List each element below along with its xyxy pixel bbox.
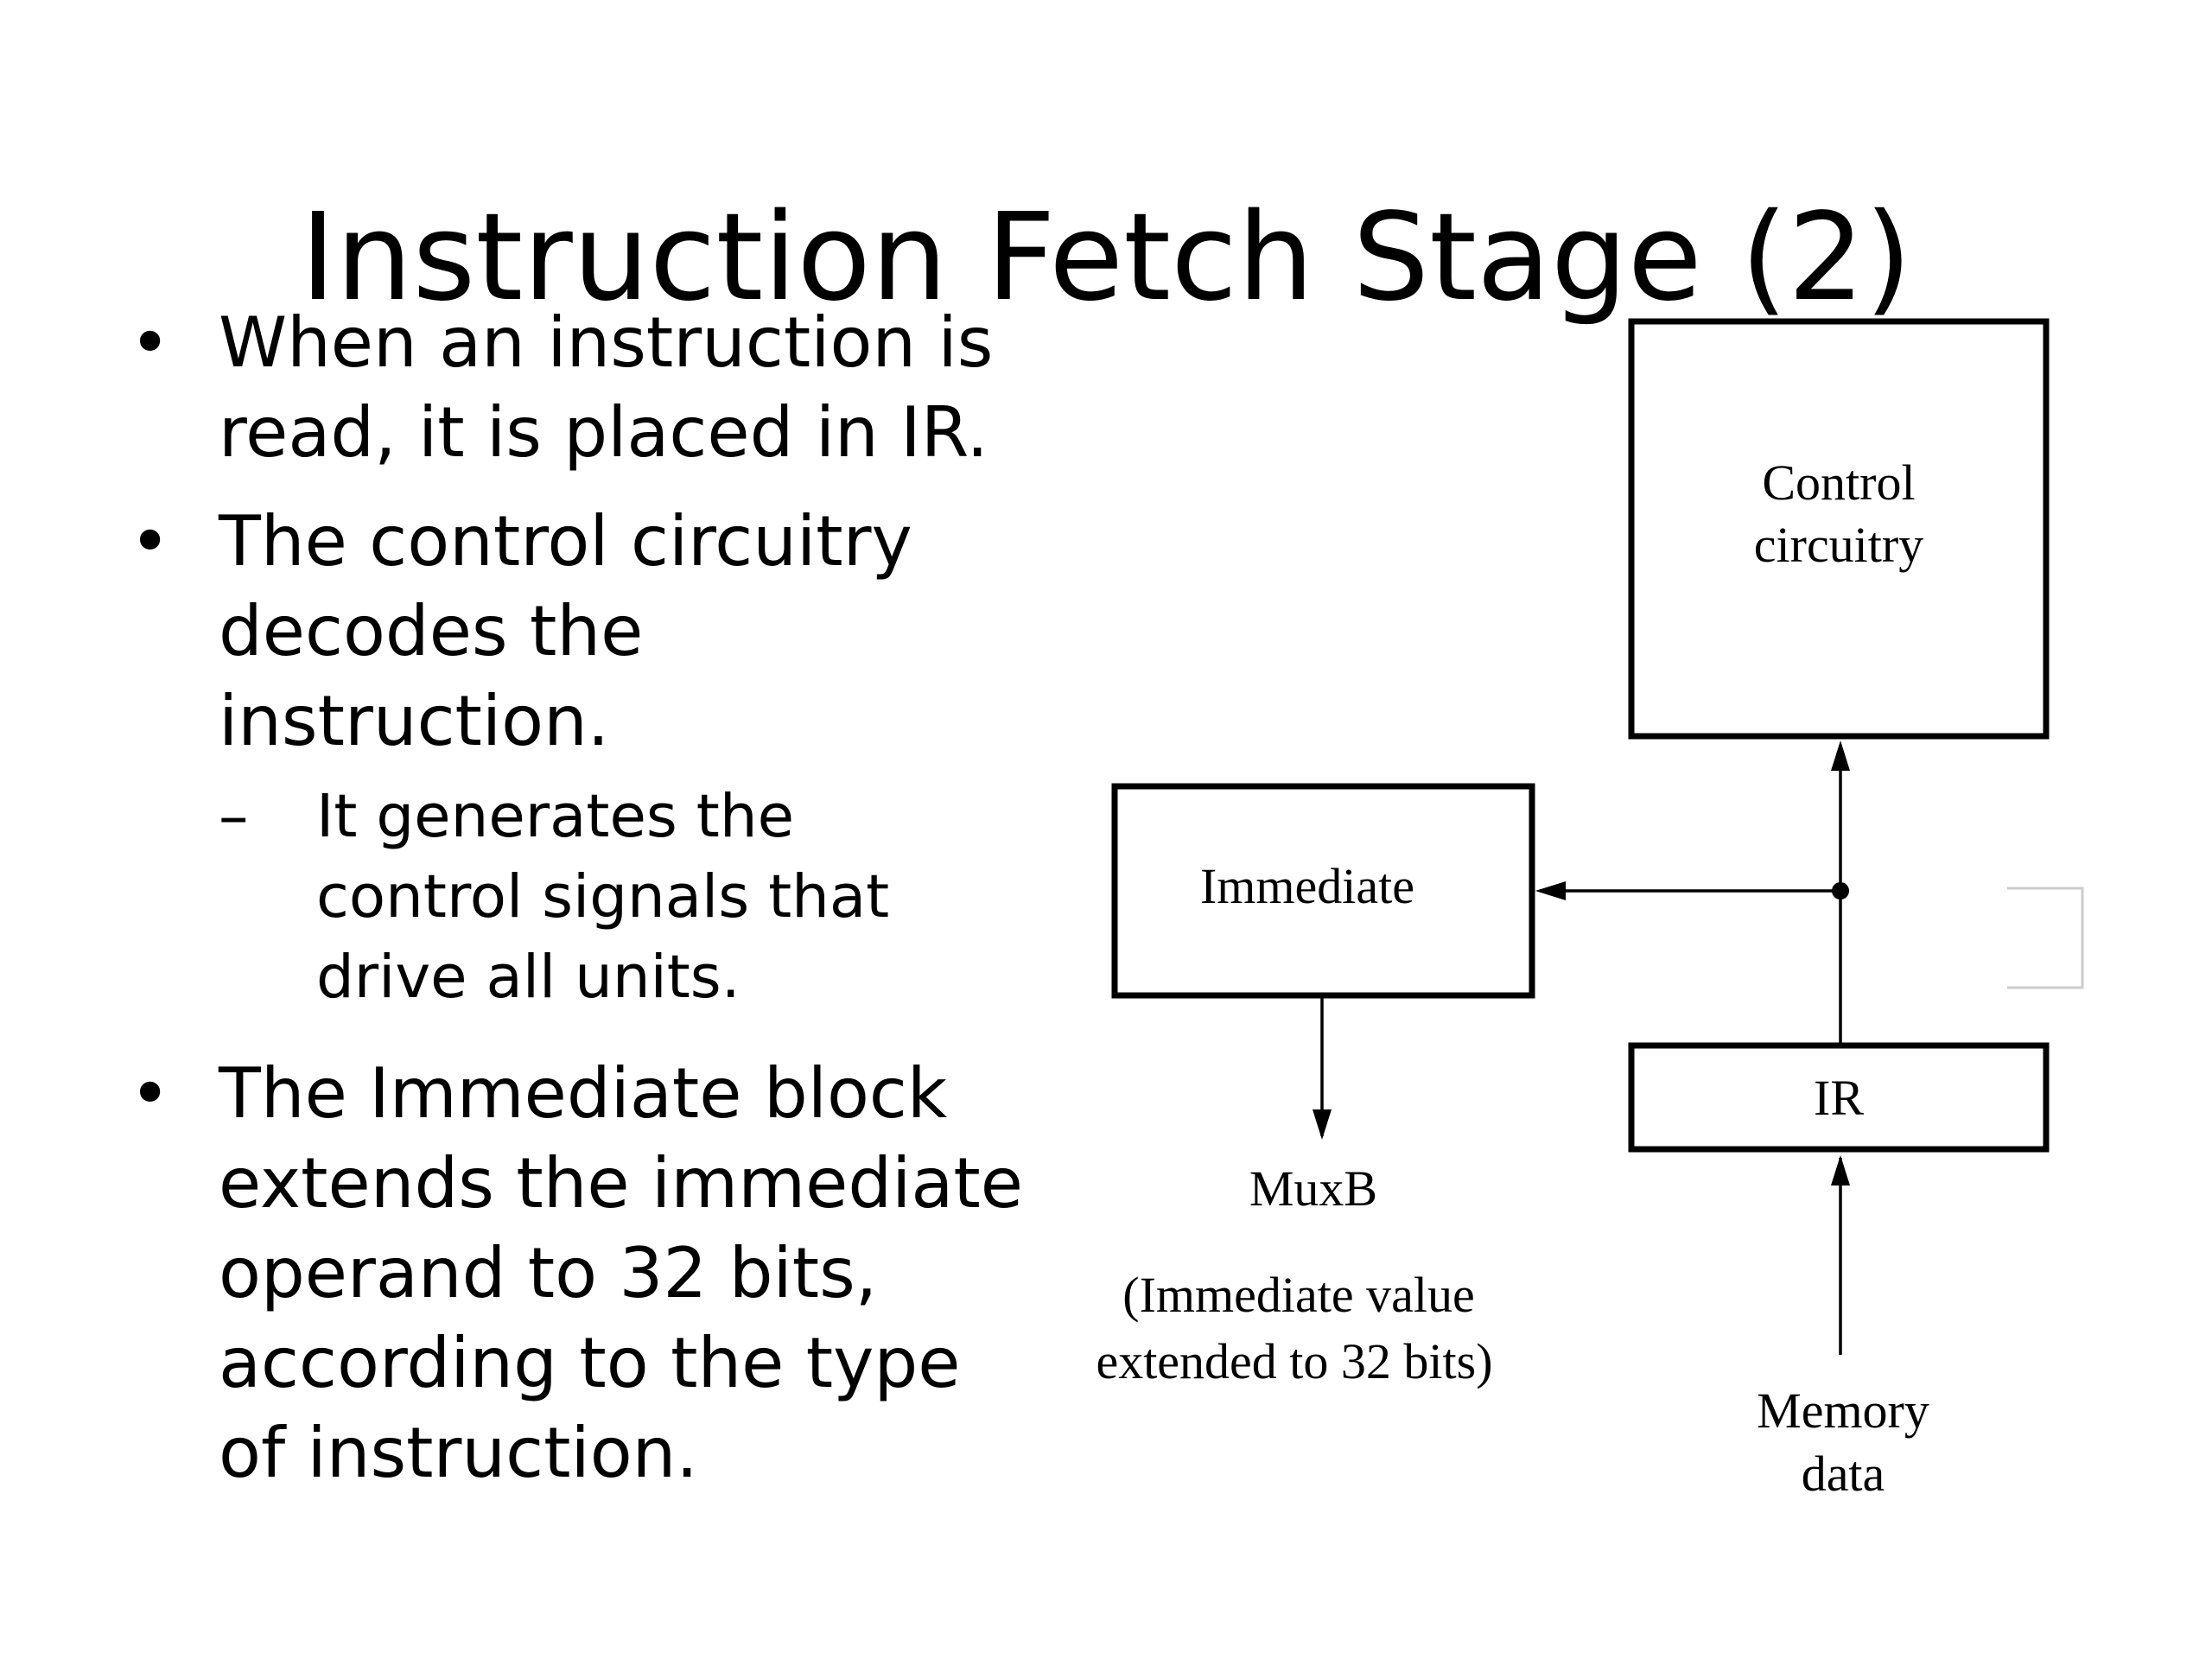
arrowhead-into-immediate (1535, 881, 1566, 900)
control-circuitry-box (1628, 318, 2050, 740)
immediate-block: Immediate (1111, 783, 1535, 999)
sub-bullet-control-signals: It generates the control signals that dr… (219, 777, 1037, 1018)
control-circuitry-label-line1: Control (1762, 454, 1915, 511)
sub-bullet-line: drive all units. (316, 943, 741, 1012)
bullet-line: according to the type (219, 1323, 961, 1403)
bullet-line: decodes the (219, 591, 644, 671)
immediate-label: Immediate (1200, 858, 1414, 914)
memory-data-label-line2: data (1802, 1446, 1885, 1502)
bullet-line: operand to 32 bits, (219, 1233, 878, 1313)
bullet-line: of instruction. (219, 1413, 698, 1493)
ir-block: IR (1628, 1042, 2050, 1153)
ir-label: IR (1814, 1070, 1864, 1126)
bullet-list: When an instruction is read, it is place… (130, 298, 1037, 1517)
bullet-line: When an instruction is (219, 302, 994, 383)
bullet-line: The control circuitry (219, 501, 912, 582)
decorative-bracket (2007, 887, 2084, 989)
immediate-note-line1: (Immediate value (1122, 1267, 1474, 1323)
muxb-label: MuxB (1249, 1160, 1377, 1217)
bullet-line: read, it is placed in IR. (219, 392, 988, 473)
arrowhead-into-muxb (1313, 1109, 1332, 1140)
bullet-line: extends the immediate (219, 1143, 1023, 1224)
sub-bullet-line: It generates the (316, 782, 795, 851)
immediate-box (1111, 783, 1535, 999)
immediate-note-line2: extended to 32 bits) (1096, 1333, 1492, 1389)
bullet-ir-placement: When an instruction is read, it is place… (130, 298, 1037, 478)
bullet-immediate-extends: The Immediate block extends the immediat… (130, 1049, 1037, 1498)
bullet-control-decodes: The control circuitry decodes the instru… (130, 497, 1037, 1018)
bullet-line: The Immediate block (219, 1053, 948, 1134)
control-circuitry-label-line2: circuitry (1754, 517, 1923, 573)
arrowhead-into-control (1831, 741, 1850, 771)
memory-data-label-line1: Memory (1757, 1382, 1929, 1439)
bullet-line: instruction. (219, 681, 610, 761)
sub-bullet-list: It generates the control signals that dr… (219, 777, 1037, 1018)
arrowhead-into-ir (1831, 1155, 1850, 1185)
sub-bullet-line: control signals that (316, 862, 890, 931)
ir-box (1628, 1042, 2050, 1153)
wire-junction-dot (1832, 882, 1849, 899)
control-circuitry-block: Control circuitry (1628, 318, 2050, 740)
